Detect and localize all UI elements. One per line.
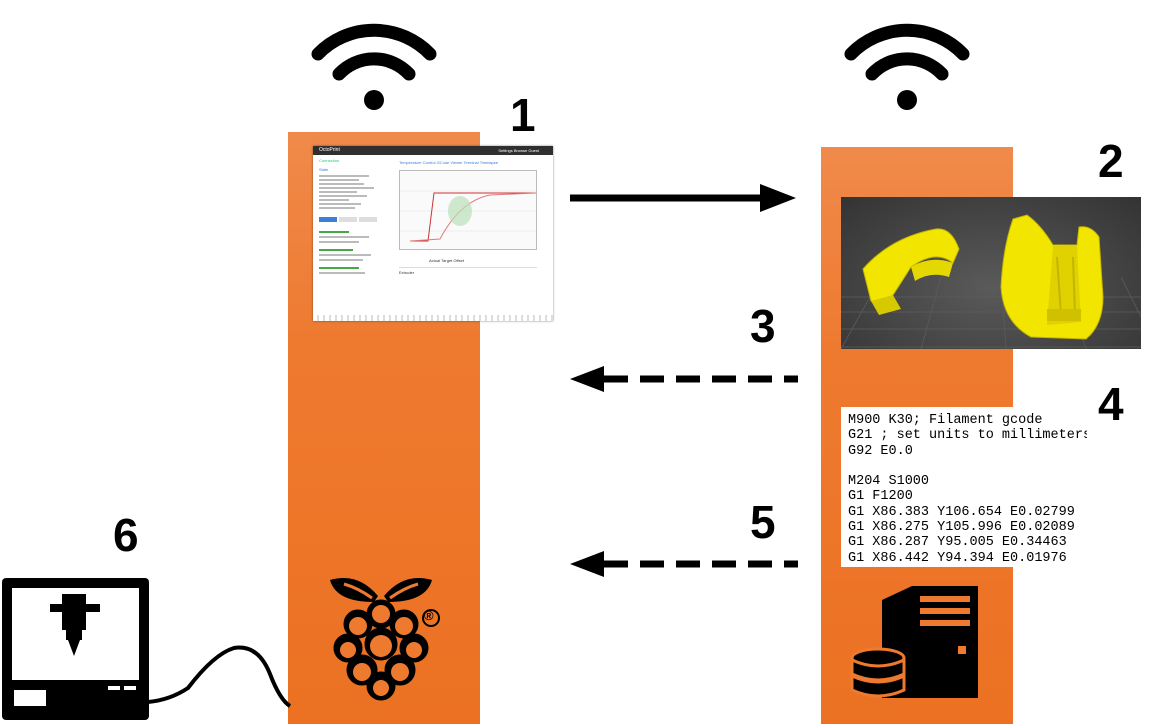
octoprint-cancel-button — [359, 217, 377, 222]
step-number-4: 4 — [1098, 378, 1124, 430]
step-number-2: 2 — [1098, 135, 1124, 187]
octoprint-nav: Settings Browse Guest — [498, 148, 539, 153]
step-number-1: 1 — [510, 89, 536, 141]
gcode-line — [848, 459, 1087, 474]
gcode-line: M900 K30; Filament gcode — [848, 413, 1043, 428]
yellow-part-right — [1000, 214, 1104, 340]
raspberry-pi-logo-icon — [330, 578, 440, 701]
server-database-icon — [850, 586, 978, 698]
octoprint-state: State — [319, 167, 329, 172]
gcode-line: G1 X86.442 Y94.394 E0.01976 — [848, 550, 1067, 566]
gcode-line: G92 E0.0 — [848, 443, 913, 459]
gcode-line: G21 ; set units to millimeters — [848, 428, 1087, 444]
3d-model-render — [841, 197, 1141, 349]
gcode-line: G1 F1200 — [848, 489, 913, 505]
usb-cable — [148, 645, 292, 708]
dashed-arrow-left — [570, 551, 798, 577]
octoprint-title: OctoPrint — [319, 147, 340, 153]
wifi-icon — [311, 23, 437, 110]
step-number-6: 6 — [113, 509, 139, 561]
octoprint-connection: Connection — [319, 158, 340, 163]
render-scene — [841, 214, 1141, 349]
gcode-line: G1 X86.383 Y106.654 E0.02799 — [848, 504, 1075, 520]
octoprint-print-button — [319, 217, 337, 222]
octoprint-temp-table: Actual Target Offset Extruder — [399, 258, 537, 275]
solid-arrow-right — [570, 184, 796, 212]
3d-printer-icon — [2, 578, 149, 720]
octoprint-table-row: Extruder — [399, 267, 537, 275]
octoprint-screenshot: OctoPrint Settings Browse Guest Connecti… — [313, 146, 553, 321]
octoprint-pause-button — [339, 217, 357, 222]
octoprint-temperature-plot — [399, 170, 537, 250]
gcode-line: G1 X86.275 Y105.996 E0.02089 — [848, 520, 1075, 536]
yellow-part-left — [862, 228, 960, 315]
gcode-line: M204 S1000 — [848, 474, 930, 490]
torn-edge — [313, 315, 553, 321]
wifi-icon — [844, 23, 970, 110]
step-number-3: 3 — [750, 300, 776, 352]
dashed-arrow-left — [570, 366, 798, 392]
octoprint-tabs: Temperature Control GCode Viewer Termina… — [399, 160, 499, 165]
octoprint-table-header: Actual Target Offset — [429, 258, 464, 263]
octoprint-topbar: OctoPrint Settings Browse Guest — [313, 146, 553, 155]
step-number-5: 5 — [750, 496, 776, 548]
gcode-line: G1 X86.287 Y95.005 E0.34463 — [848, 535, 1067, 551]
registered-mark: ® — [424, 608, 434, 623]
octoprint-sidebar: Connection State — [319, 158, 399, 277]
